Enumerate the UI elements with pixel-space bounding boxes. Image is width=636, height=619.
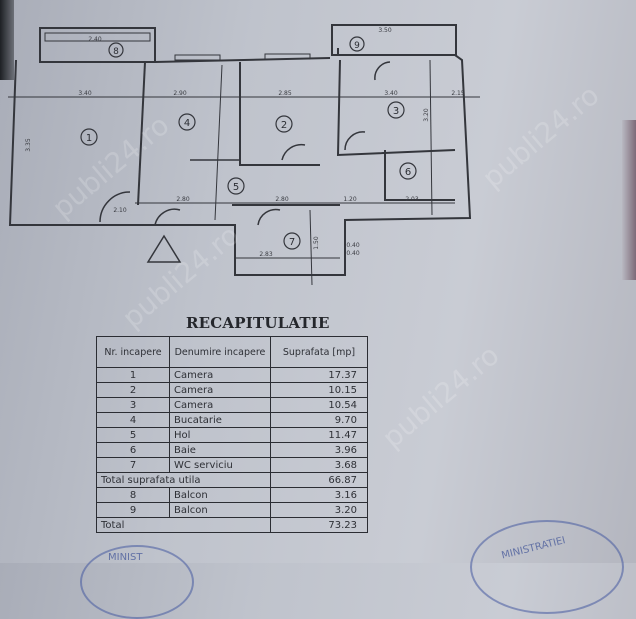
stamp: MINIST [80,545,194,619]
dim: 1.20 [343,196,357,203]
dim: 3.20 [423,108,430,122]
room-label-6: 6 [405,167,411,178]
photo-dark-corner [0,0,14,80]
room-label-1: 1 [86,133,92,144]
cell-nr: 8 [96,487,170,503]
dim: 2.80 [275,196,289,203]
subtotal-area: 66.87 [270,472,368,488]
cell-name: Camera [169,367,271,383]
cell-name: Camera [169,397,271,413]
stamp: MINISTRATIEI [470,520,624,614]
header-name: Denumire incapere [169,336,271,368]
cell-area: 3.96 [270,442,368,458]
total-row: Total 73.23 [96,517,368,533]
dim: 2.90 [173,90,187,97]
wall-1-4 [137,61,146,206]
dim: 2.03 [405,196,419,203]
cell-area: 10.54 [270,397,368,413]
cell-area: 10.15 [270,382,368,398]
total-area: 73.23 [270,517,368,533]
dim: 2.85 [278,90,292,97]
wall-balcony-8 [39,27,156,63]
room-label-9: 9 [354,41,360,51]
cell-nr: 9 [96,502,170,518]
cell-nr: 6 [96,442,170,458]
dim: 2.15 [451,90,465,97]
dim: 2.83 [259,251,273,258]
cell-area: 11.47 [270,427,368,443]
cell-nr: 5 [96,427,170,443]
dim: 3.35 [25,138,32,152]
cell-name: Hol [169,427,271,443]
cell-nr: 1 [96,367,170,383]
table-header: Nr. incapere Denumire incapere Suprafata… [96,336,368,368]
cell-nr: 4 [96,412,170,428]
subtotal-row: Total suprafata utila 66.87 [96,472,368,488]
cell-area: 9.70 [270,412,368,428]
room-label-7: 7 [289,237,295,248]
cell-area: 3.20 [270,502,368,518]
total-label: Total [96,517,271,533]
header-area: Suprafata [mp] [270,336,368,368]
subtotal-label: Total suprafata utila [96,472,271,488]
photo-edge [622,120,636,280]
room-label-8: 8 [113,47,119,57]
room-label-2: 2 [281,120,287,131]
wall-4-2 [239,62,320,166]
dim: 2.40 [88,36,102,43]
cell-nr: 2 [96,382,170,398]
cell-name: Balcon [169,487,271,503]
cell-area: 17.37 [270,367,368,383]
floor-plan: 1 2 3 4 5 6 7 8 9 3.40 2.90 2.85 3.40 2.… [8,24,480,286]
wall-6 [384,150,455,201]
dim: 3.50 [378,27,392,34]
dim: 2.80 [176,196,190,203]
wall-2-3 [336,59,456,157]
header-nr: Nr. incapere [96,336,170,368]
room-label-5: 5 [233,182,239,193]
cell-name: Baie [169,442,271,458]
cell-nr: 3 [96,397,170,413]
dim: 3.40 [384,90,398,97]
cell-area: 3.68 [270,457,368,473]
dim: 0.40 [346,250,360,257]
entrance-triangle [146,234,182,263]
wall-balcony-9 [331,24,457,56]
dim: 2.10 [113,207,127,214]
cell-area: 3.16 [270,487,368,503]
recap-table: Nr. incapere Denumire incapere Suprafata… [96,336,368,533]
dim: 1.50 [313,236,320,250]
room-label-3: 3 [393,106,399,117]
cell-name: Camera [169,382,271,398]
room-label-4: 4 [184,118,190,129]
cell-name: Bucatarie [169,412,271,428]
cell-name: Balcon [169,502,271,518]
cell-name: WC serviciu [169,457,271,473]
dim: 0.40 [346,242,360,249]
cell-nr: 7 [96,457,170,473]
recap-title: RECAPITULATIE [186,314,330,332]
dim: 3.40 [78,90,92,97]
watermark: publi24.ro [375,338,506,455]
